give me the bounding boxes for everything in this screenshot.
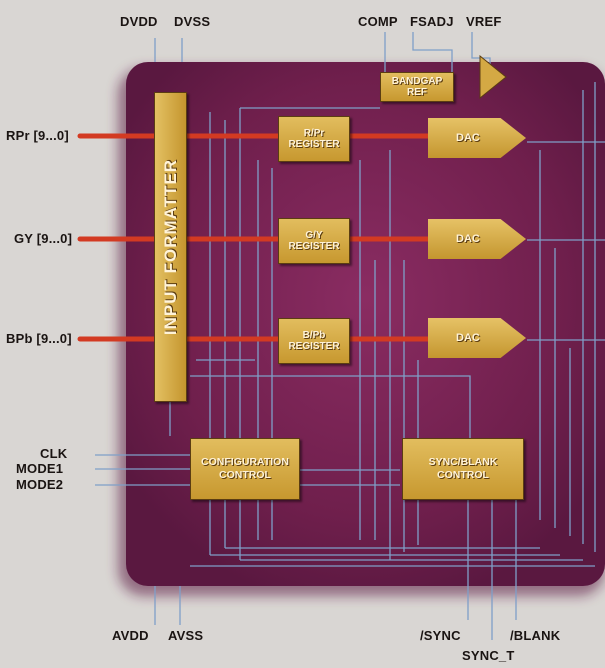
input-formatter-block: INPUT FORMATTER (154, 92, 187, 402)
bandgap-ref-block: BANDGAP REF (380, 72, 454, 102)
pin-mode2: MODE2 (16, 477, 64, 492)
pin-rpr: RPr [9...0] (6, 128, 69, 143)
dac-b-label: DAC (456, 332, 480, 344)
vref-buffer-icon (479, 54, 507, 100)
rpr-register-block: R/Pr REGISTER (278, 116, 350, 162)
pin-clk: CLK (40, 446, 68, 461)
configuration-control-block: CONFIGURATION CONTROL (190, 438, 300, 500)
sync-blank-control-block: SYNC/BLANK CONTROL (402, 438, 524, 500)
configuration-label: CONFIGURATION (201, 456, 289, 468)
data-busses (77, 133, 431, 342)
pin-vref: VREF (466, 14, 502, 29)
pin-dvdd: DVDD (120, 14, 158, 29)
rpr-register-label-2: REGISTER (288, 139, 340, 150)
pin-gy: GY [9...0] (14, 231, 73, 246)
gy-register-label-1: G/Y (305, 230, 323, 241)
pin-avdd: AVDD (112, 628, 149, 643)
pin-comp: COMP (358, 14, 398, 29)
chip-body (126, 62, 605, 586)
rpr-register-label-1: R/Pr (303, 128, 325, 139)
dac-g-label: DAC (456, 233, 480, 245)
bandgap-label: BANDGAP (391, 76, 443, 87)
pin-sync: /SYNC (420, 628, 461, 643)
pin-dvss: DVSS (174, 14, 211, 29)
bandgap-ref-label: REF (407, 87, 427, 98)
sync-blank-label: SYNC/BLANK (428, 456, 498, 468)
gy-register-label-2: REGISTER (288, 241, 340, 252)
sync-blank-control-label: CONTROL (437, 469, 489, 481)
bpb-register-block: B/Pb REGISTER (278, 318, 350, 364)
input-formatter-label: INPUT FORMATTER (160, 158, 180, 336)
pin-blank: /BLANK (510, 628, 561, 643)
pin-avss: AVSS (168, 628, 204, 643)
bpb-register-label-1: B/Pb (302, 330, 326, 341)
gy-register-block: G/Y REGISTER (278, 218, 350, 264)
pin-sync-t: SYNC_T (462, 648, 515, 663)
bpb-register-label-2: REGISTER (288, 341, 340, 352)
configuration-control-label: CONTROL (219, 469, 271, 481)
pin-bpb: BPb [9...0] (6, 331, 72, 346)
pin-mode1: MODE1 (16, 461, 64, 476)
pin-fsadj: FSADJ (410, 14, 454, 29)
dac-r-label: DAC (456, 132, 480, 144)
